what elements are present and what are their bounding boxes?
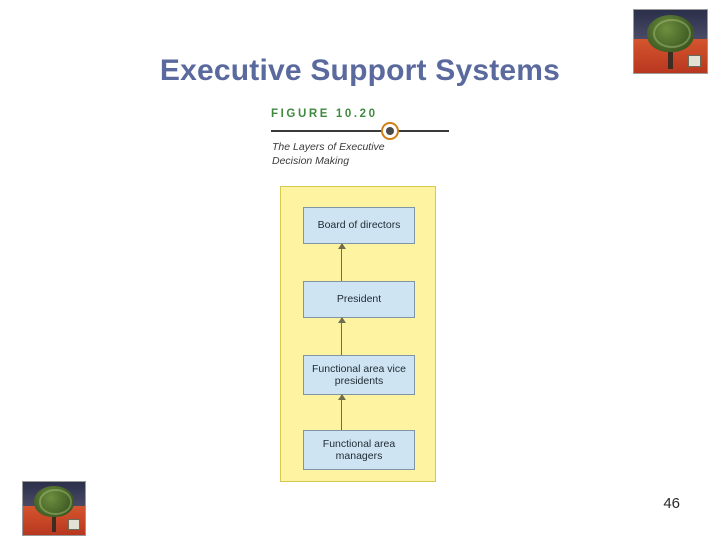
figure-label: FIGURE 10.20 bbox=[271, 108, 378, 120]
figure-divider bbox=[271, 130, 449, 132]
artwork-small-box bbox=[687, 54, 702, 67]
diagram-arrow-up-3 bbox=[337, 394, 346, 430]
diagram-node-label: Board of directors bbox=[317, 219, 401, 232]
artwork-swirl bbox=[39, 489, 72, 515]
artwork-small-box bbox=[68, 519, 81, 530]
diagram-node-label: Functional area vice presidents bbox=[312, 362, 406, 388]
arrow-head-icon bbox=[337, 317, 346, 323]
arrow-head-icon bbox=[337, 394, 346, 400]
tree-artwork-top-right bbox=[633, 9, 708, 74]
artwork-trunk bbox=[668, 47, 674, 70]
artwork-trunk bbox=[52, 513, 57, 532]
diagram-node-label: President bbox=[336, 293, 382, 306]
diagram-arrow-up-2 bbox=[337, 317, 346, 355]
figure-header: FIGURE 10.20 bbox=[271, 108, 449, 120]
diagram-node-functional-area-managers: Functional area managers bbox=[303, 430, 415, 470]
diagram-arrow-up-1 bbox=[337, 243, 346, 281]
figure-caption: The Layers of Executive Decision Making bbox=[272, 140, 432, 168]
arrow-head-icon bbox=[337, 243, 346, 249]
page-number: 46 bbox=[663, 495, 680, 512]
tree-artwork-bottom-left bbox=[22, 481, 86, 536]
figure-caption-line2: Decision Making bbox=[272, 155, 350, 167]
diagram-node-label: Functional area managers bbox=[322, 437, 396, 463]
figure-caption-line1: The Layers of Executive bbox=[272, 141, 385, 153]
artwork-swirl bbox=[652, 18, 691, 48]
page-title: Executive Support Systems bbox=[159, 54, 561, 87]
diagram-node-president: President bbox=[303, 281, 415, 318]
figure-bullet-dot-icon bbox=[386, 127, 394, 135]
diagram-body: Board of directors President Functional … bbox=[280, 186, 436, 482]
diagram-node-functional-area-vice-presidents: Functional area vice presidents bbox=[303, 355, 415, 395]
figure-panel: FIGURE 10.20 The Layers of Executive Dec… bbox=[263, 104, 455, 484]
diagram-node-board-of-directors: Board of directors bbox=[303, 207, 415, 244]
